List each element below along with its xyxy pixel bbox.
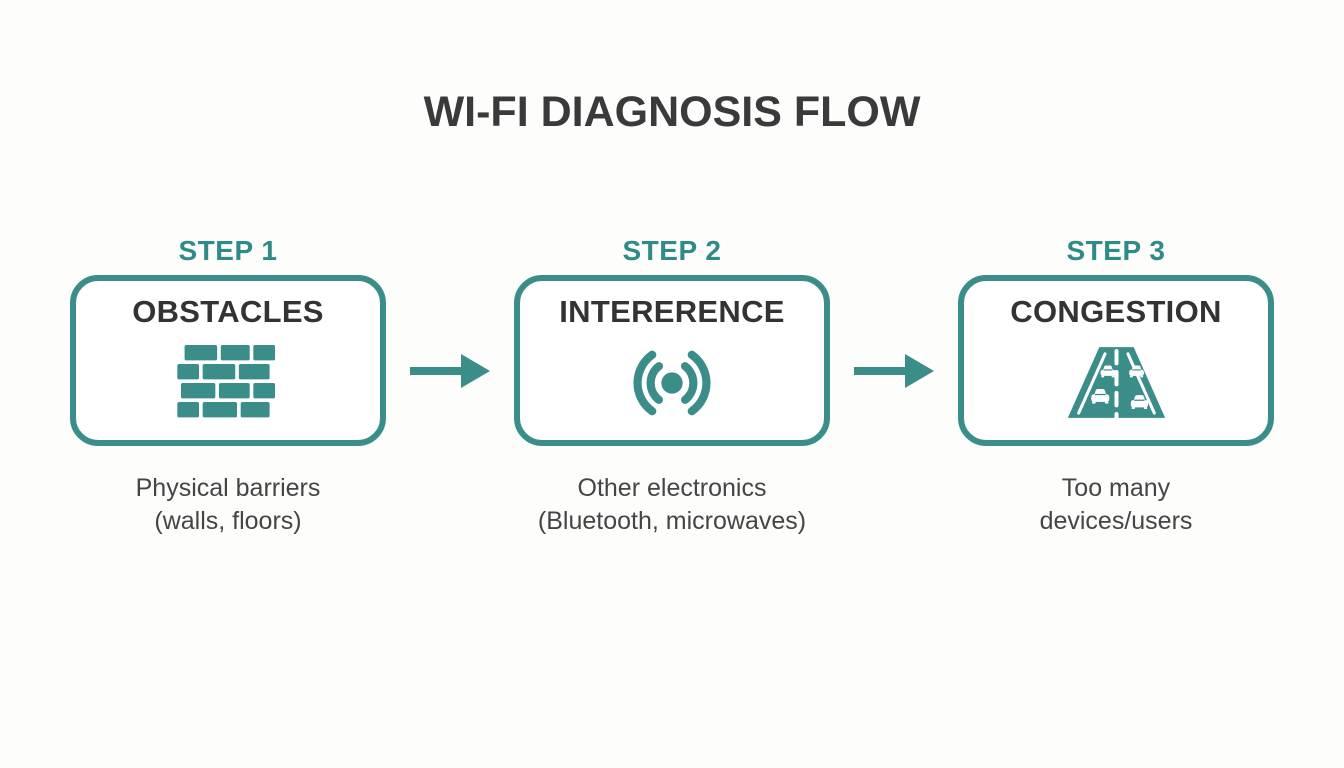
page-title: WI-FI DIAGNOSIS FLOW [423, 88, 921, 136]
step-2-box-title: INTERERENCE [559, 294, 785, 329]
step-2-box: INTERERENCE [514, 275, 830, 446]
arrow-right-icon [854, 354, 934, 388]
signal-interference-icon [633, 350, 711, 415]
step-2-icon-wrap [614, 331, 730, 440]
step-1-label: STEP 1 [178, 235, 278, 266]
step-1-box-title: OBSTACLES [132, 294, 324, 329]
step-1-box: OBSTACLES [70, 275, 386, 446]
step-3-icon-wrap [1064, 331, 1169, 440]
step-3-box-title: CONGESTION [1010, 294, 1222, 329]
step-1-icon-wrap [172, 331, 284, 440]
step-3-caption-line1: Too many [1061, 474, 1171, 502]
arrow-gap-2 [830, 234, 958, 388]
step-1-column: STEP 1 OBSTACLES [70, 234, 386, 538]
step-3-label: STEP 3 [1066, 235, 1166, 266]
arrow-gap-1 [386, 234, 514, 388]
step-2-caption-line1: Other electronics [577, 474, 767, 502]
step-1-caption: Physical barriers (walls, floors) [136, 472, 321, 538]
step-3-column: STEP 3 CONGESTION [958, 234, 1274, 538]
step-3-caption-line2: devices/users [1039, 507, 1193, 535]
brick-wall-icon [177, 344, 276, 417]
step-2-caption: Other electronics (Bluetooth, microwaves… [538, 472, 806, 538]
step-1-caption-line1: Physical barriers [135, 474, 321, 502]
arrow-right-icon [410, 354, 490, 388]
step-2-caption-line2: (Bluetooth, microwaves) [537, 507, 807, 535]
step-3-caption: Too many devices/users [1040, 472, 1193, 538]
step-1-caption-line2: (walls, floors) [154, 507, 302, 535]
step-2-column: STEP 2 INTERERENCE Other [514, 234, 830, 538]
step-3-box: CONGESTION [958, 275, 1274, 446]
flow-row: STEP 1 OBSTACLES [0, 234, 1344, 538]
traffic-road-icon [1067, 347, 1165, 420]
step-2-label: STEP 2 [622, 235, 722, 266]
